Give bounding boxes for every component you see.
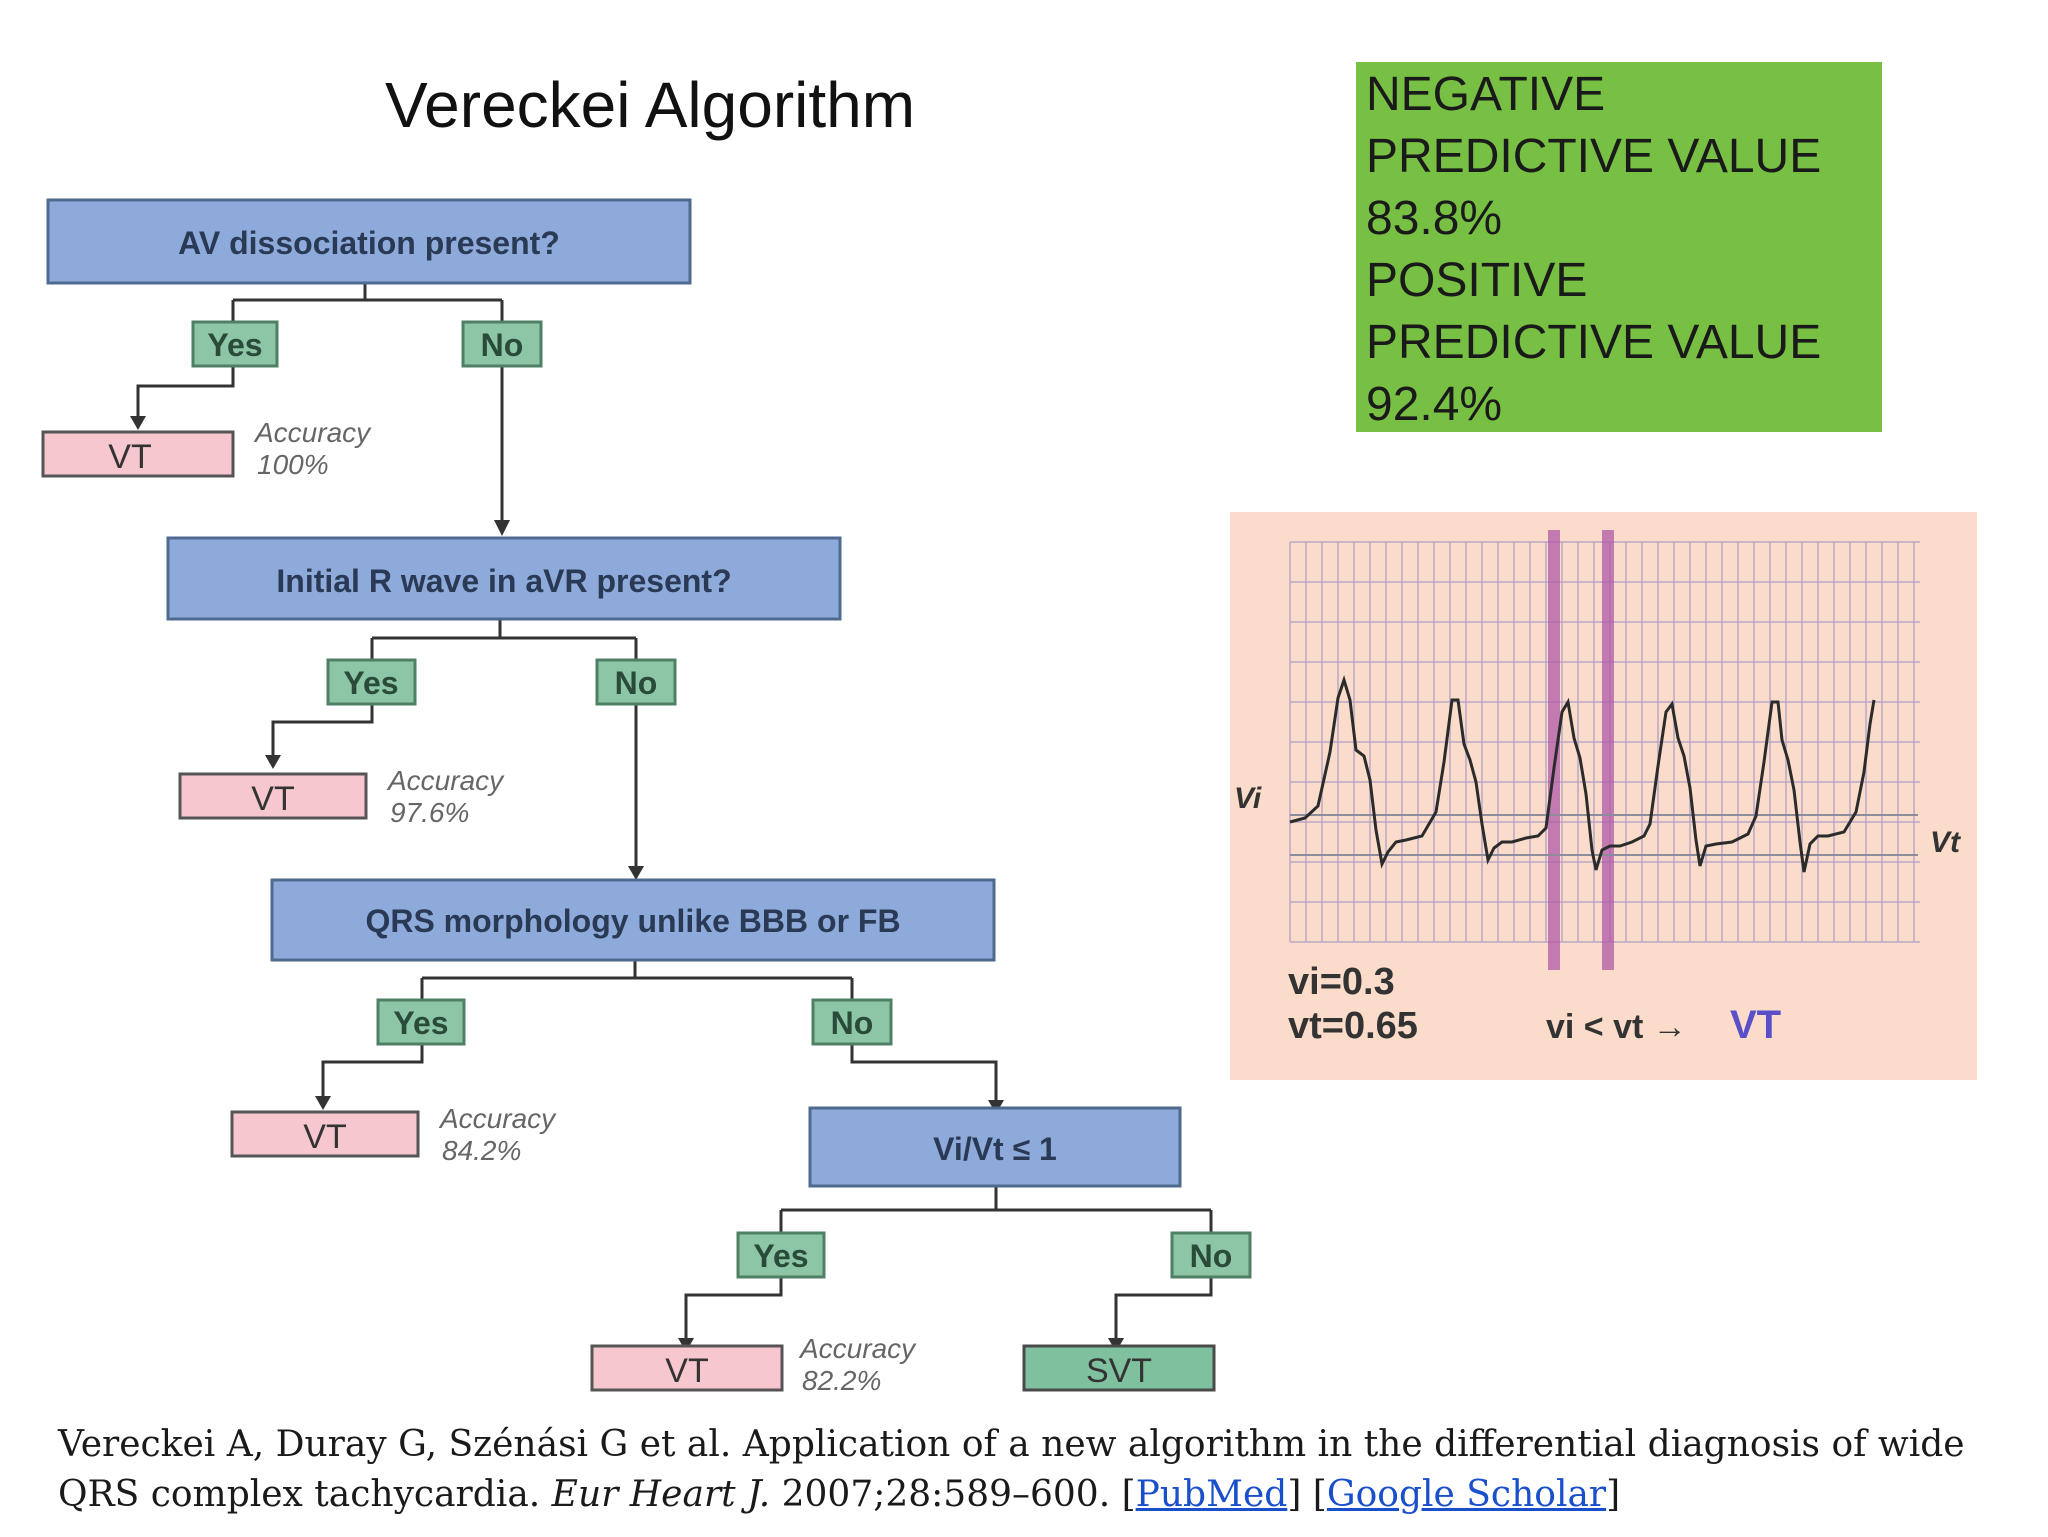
accuracy-label: Accuracy: [798, 1333, 917, 1364]
accuracy-value: 100%: [257, 449, 329, 480]
svg-text:Yes: Yes: [343, 665, 398, 701]
accuracy-value: 84.2%: [442, 1135, 521, 1166]
accuracy-value: 82.2%: [802, 1365, 881, 1396]
ppv-label-line2: PREDICTIVE VALUE: [1366, 316, 1822, 369]
svg-text:Yes: Yes: [753, 1238, 808, 1274]
citation-text: ] [: [1287, 1474, 1327, 1515]
citation-text: Vereckei A, Duray G, Szénási G et al. Ap…: [58, 1424, 1965, 1515]
vi-axis-label: Vi: [1234, 782, 1262, 815]
flowchart: AV dissociation present? Yes No VT Accur…: [41, 198, 1252, 1396]
outcome-svt: SVT: [1022, 1344, 1216, 1392]
vi-value: vi=0.3: [1288, 961, 1395, 1003]
yes-label: Yes: [191, 320, 279, 368]
npv-label-line1: NEGATIVE: [1366, 68, 1606, 121]
svg-text:VT: VT: [251, 780, 294, 818]
no-label: No: [595, 658, 677, 706]
svg-text:SVT: SVT: [1086, 1352, 1152, 1390]
svg-text:VT: VT: [665, 1352, 708, 1390]
question-qrs-morphology: QRS morphology unlike BBB or FB: [270, 878, 996, 962]
svg-text:No: No: [831, 1005, 874, 1041]
measurement-band: [1548, 530, 1560, 970]
ecg-trace: [1289, 675, 1876, 873]
npv-value: 83.8%: [1366, 192, 1503, 245]
citation: Vereckei A, Duray G, Szénási G et al. Ap…: [58, 1420, 2018, 1520]
svg-text:VT: VT: [303, 1118, 346, 1156]
accuracy-label: Accuracy: [438, 1103, 557, 1134]
svg-text:No: No: [615, 665, 658, 701]
outcome-vt: VT: [590, 1344, 784, 1392]
ppv-label-line1: POSITIVE: [1366, 254, 1588, 307]
no-label: No: [811, 998, 893, 1046]
vt-axis-label: Vt: [1930, 826, 1962, 859]
svg-text:VT: VT: [108, 438, 151, 476]
question-vi-vt: Vi/Vt ≤ 1: [808, 1106, 1182, 1188]
yes-label: Yes: [376, 998, 466, 1046]
no-label: No: [461, 320, 543, 368]
diagram-title: Vereckei Algorithm: [385, 69, 916, 141]
svg-text:Yes: Yes: [207, 327, 262, 363]
question-vi-vt-text: Vi/Vt ≤ 1: [933, 1131, 1057, 1167]
question-av-dissociation-text: AV dissociation present?: [178, 225, 560, 261]
ecg-figure: Vi Vt vi=0.3 vt=0.65 vi < vt → VT: [1230, 512, 1977, 1080]
ecg-rule: vi < vt →: [1546, 1008, 1687, 1046]
citation-journal: Eur Heart J.: [551, 1474, 771, 1515]
ecg-svg: Vi Vt vi=0.3 vt=0.65 vi < vt → VT: [1234, 530, 1962, 1047]
accuracy-label: Accuracy: [386, 765, 505, 796]
accuracy-label: Accuracy: [253, 417, 372, 448]
svg-text:No: No: [481, 327, 524, 363]
question-r-wave-avr-text: Initial R wave in aVR present?: [276, 563, 731, 599]
question-r-wave-avr: Initial R wave in aVR present?: [166, 536, 842, 621]
vt-value: vt=0.65: [1288, 1005, 1418, 1047]
citation-text: ]: [1606, 1474, 1621, 1515]
svg-text:Yes: Yes: [393, 1005, 448, 1041]
ppv-value: 92.4%: [1366, 378, 1503, 431]
ecg-result: VT: [1730, 1003, 1781, 1047]
predictive-values-box: NEGATIVE PREDICTIVE VALUE 83.8% POSITIVE…: [1356, 62, 1882, 432]
measurement-band: [1602, 530, 1614, 970]
no-label: No: [1170, 1231, 1252, 1279]
yes-label: Yes: [736, 1231, 826, 1279]
npv-label-line2: PREDICTIVE VALUE: [1366, 130, 1822, 183]
outcome-vt: VT: [178, 772, 368, 820]
pubmed-link[interactable]: PubMed: [1135, 1474, 1288, 1515]
question-qrs-morphology-text: QRS morphology unlike BBB or FB: [365, 903, 900, 939]
citation-text: 2007;28:589–600. [: [770, 1474, 1136, 1515]
yes-label: Yes: [326, 658, 417, 706]
outcome-vt: VT: [230, 1110, 420, 1158]
google-scholar-link[interactable]: Google Scholar: [1326, 1474, 1607, 1515]
connector-lines: [136, 283, 1213, 1338]
accuracy-value: 97.6%: [390, 797, 469, 828]
outcome-vt: VT: [41, 430, 235, 478]
question-av-dissociation: AV dissociation present?: [46, 198, 692, 285]
svg-text:No: No: [1190, 1238, 1233, 1274]
